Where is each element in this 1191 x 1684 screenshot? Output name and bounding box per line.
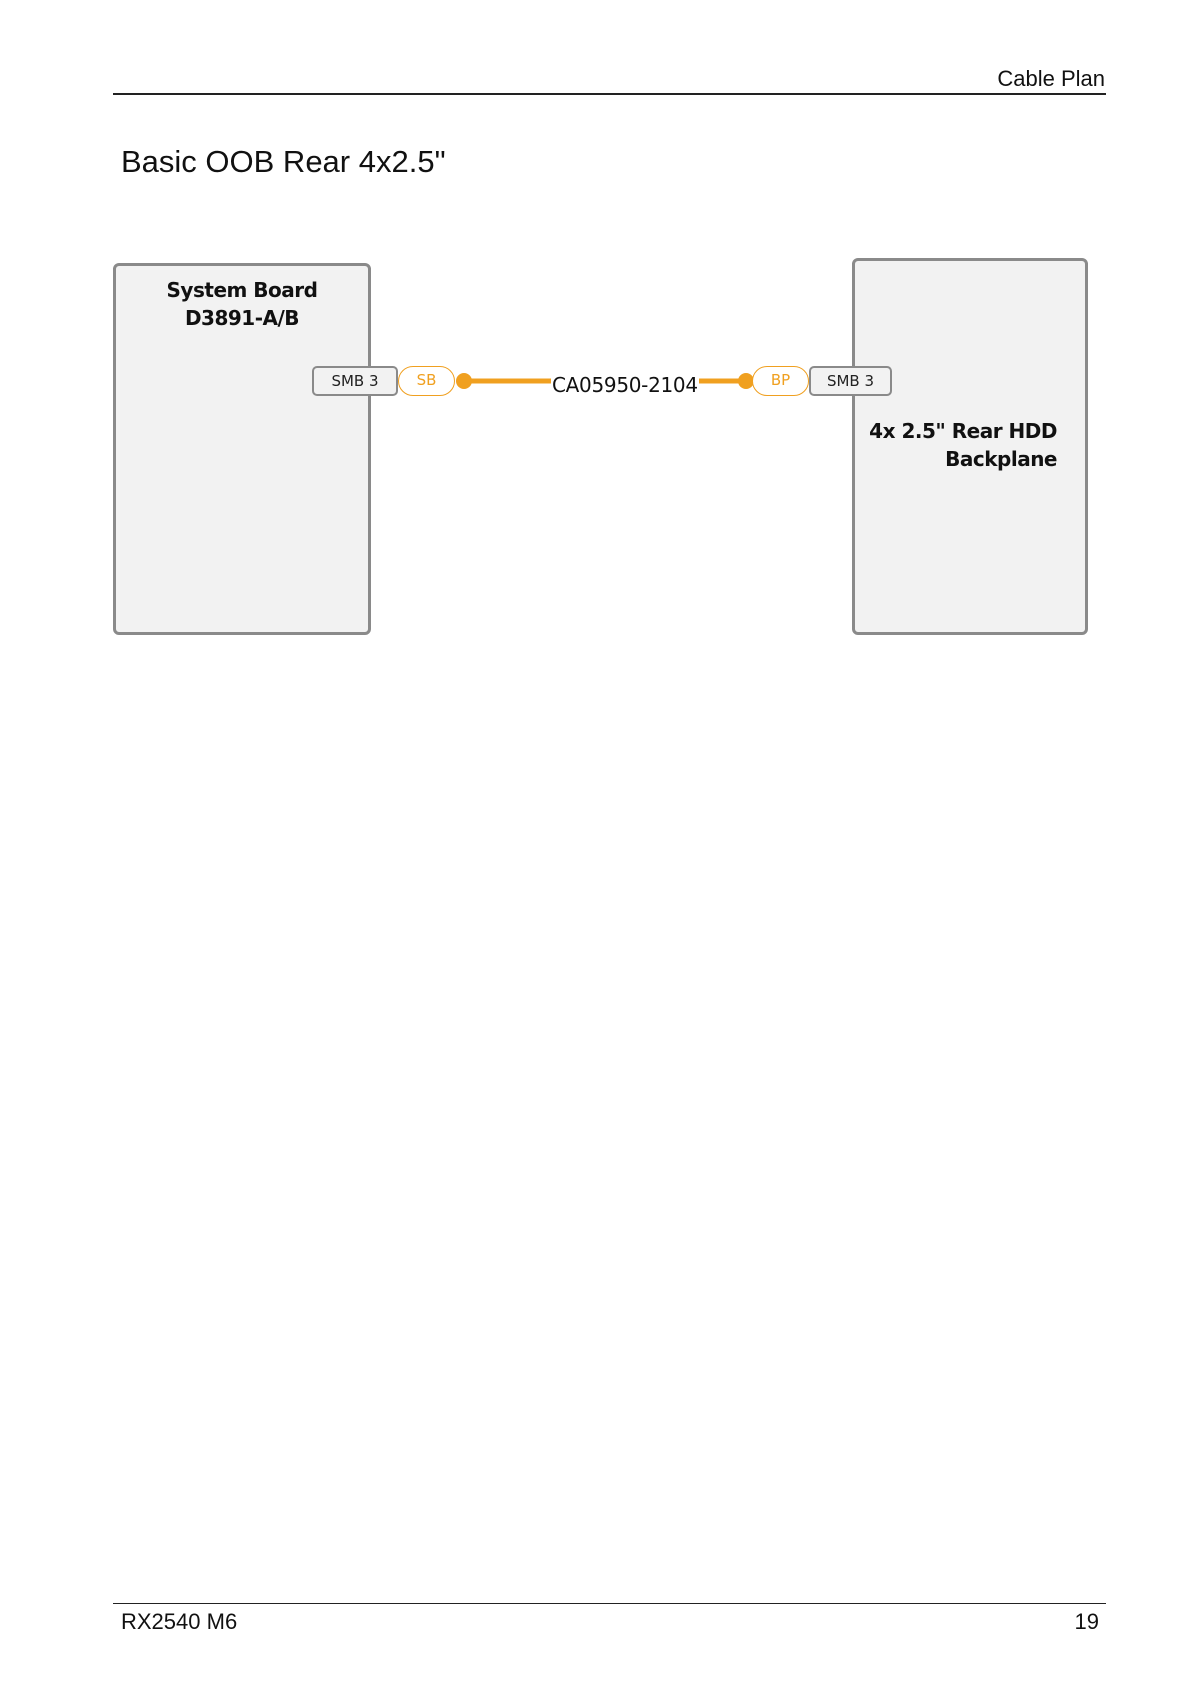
footer-model: RX2540 M6 xyxy=(121,1609,237,1635)
cable-end-left xyxy=(456,373,472,389)
system-board-title: System Board D3891-A/B xyxy=(116,276,368,332)
backplane-box: 4x 2.5" Rear HDD Backplane xyxy=(852,258,1088,635)
cable-label: CA05950-2104 xyxy=(551,373,699,397)
backplane-plug: BP xyxy=(752,366,809,396)
page-header-label: Cable Plan xyxy=(997,66,1105,92)
backplane-title-line: 4x 2.5" Rear HDD xyxy=(869,417,1057,445)
system-board-box: System Board D3891-A/B xyxy=(113,263,371,635)
footer-page-number: 19 xyxy=(1075,1609,1099,1635)
page-title: Basic OOB Rear 4x2.5" xyxy=(121,144,446,180)
system-board-title-line: D3891-A/B xyxy=(116,304,368,332)
footer-divider xyxy=(113,1603,1106,1604)
backplane-connector: SMB 3 xyxy=(809,366,892,396)
header-divider xyxy=(113,93,1106,95)
backplane-title-line: Backplane xyxy=(869,445,1057,473)
system-board-title-line: System Board xyxy=(116,276,368,304)
system-board-connector: SMB 3 xyxy=(312,366,398,396)
system-board-plug: SB xyxy=(398,366,455,396)
backplane-title: 4x 2.5" Rear HDD Backplane xyxy=(869,417,1057,473)
